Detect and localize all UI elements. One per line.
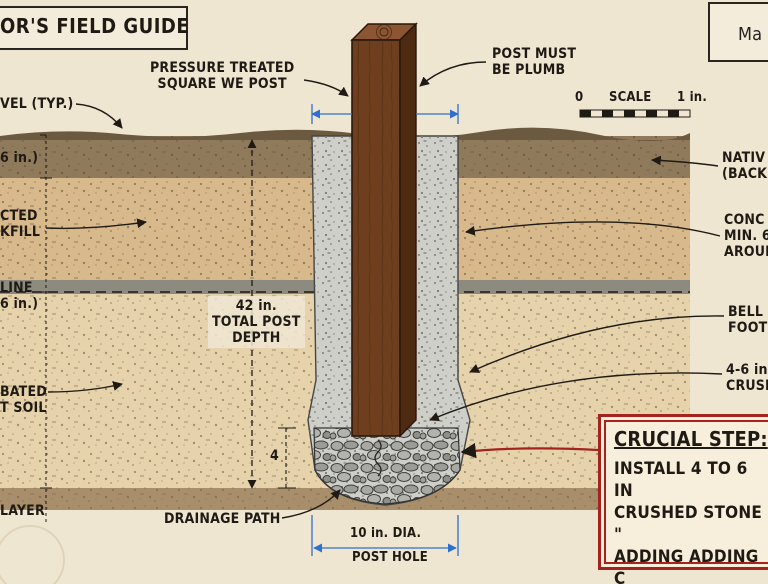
title-box [0,6,188,50]
crucial-step-callout [598,414,768,570]
concrete-label: CONC MIN. 6 AROUN [724,212,768,261]
wood-post [350,22,418,438]
post-hole-label: POST HOLE [352,550,428,565]
total-depth-label: 42 in. TOTAL POST DEPTH [208,296,305,349]
top-right-box [708,2,768,62]
undisturbed-soil-label: BATED T SOIL [0,384,47,417]
scale-start-label: 0 [575,90,584,105]
post-type-label: PRESSURE TREATED SQUARE WE POST [150,60,295,93]
left-layer-ticks [40,135,52,525]
post-width-dimension [311,104,459,124]
drainage-path-label: DRAINAGE PATH [164,511,281,527]
callout-body: INSTALL 4 TO 6 IN CRUSHED STONE " ADDING… [614,459,763,584]
leader-arrows [45,61,725,519]
crushed-stone-base [313,427,461,505]
plumb-note-label: POST MUST BE PLUMB [492,46,577,79]
grade-level-label: VEL (TYP.) [0,96,74,112]
gravel-layer-label: LAYER [0,503,45,519]
scale-label: SCALE [609,90,652,105]
scale-bar [579,109,691,118]
topsoil-depth-label: 6 in.) [0,150,39,166]
crushed-stone-label: 4-6 in CRUSH [726,362,768,395]
top-right-box-text: Ma [738,24,763,45]
page-title: OR'S FIELD GUIDE [0,14,190,38]
stone-depth-label: 4 [270,448,279,464]
stone-depth-dimension [278,427,296,489]
hole-diameter-dimension [311,515,459,556]
drainage-path-line [374,439,382,477]
compacted-backfill-label: CTED KFILL [0,208,41,241]
native-backfill-label: NATIV (BACK [722,150,768,183]
callout-heading: CRUCIAL STEP: [614,427,768,451]
frost-line-label: LINE 6 in.) [0,280,39,313]
scale-end-label: 1 in. [677,90,707,105]
hole-diameter-label: 10 in. DIA. [350,526,422,541]
bell-footing-label: BELL FOOT [728,304,768,337]
